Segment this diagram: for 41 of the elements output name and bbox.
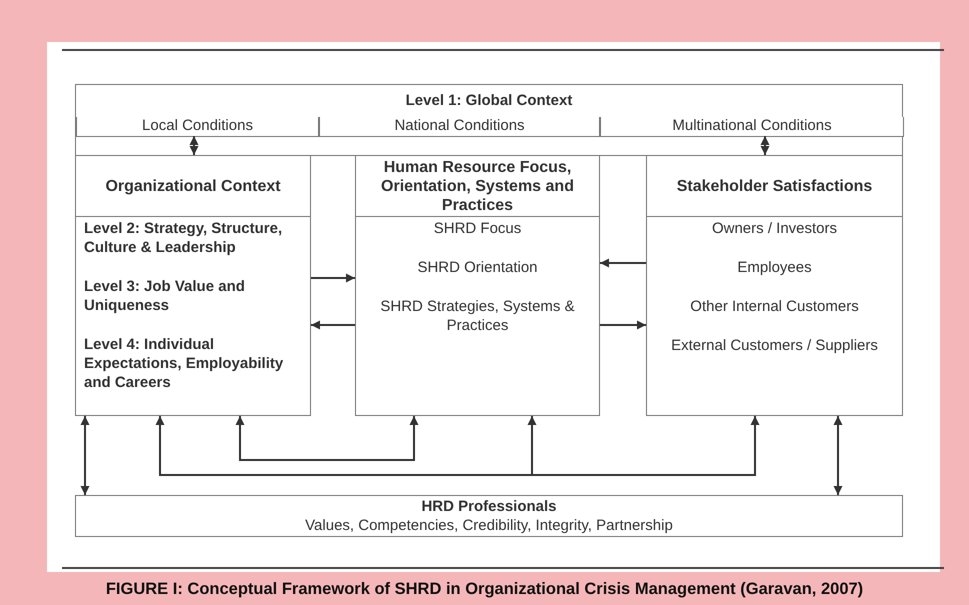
cell-text: Local Conditions	[141, 117, 254, 134]
arrow	[311, 274, 355, 282]
box-heading: Human Resource Focus, Orientation, Systems and Practices	[356, 156, 599, 217]
framework-box	[646, 155, 903, 416]
arrow	[600, 258, 646, 268]
list-text: Employees	[736, 258, 813, 277]
box-heading: Level 1: Global Context	[404, 91, 574, 111]
arrow	[311, 320, 355, 330]
context-band	[75, 84, 903, 156]
cell-text: Multinational Conditions	[671, 117, 833, 134]
arrow	[156, 416, 164, 475]
framework-box	[75, 155, 311, 416]
list-text: SHRD Orientation	[416, 258, 539, 277]
double-arrow	[760, 136, 770, 155]
cell-text: National Conditions	[393, 117, 526, 134]
double-arrow	[236, 416, 418, 461]
connector-trunk	[159, 474, 756, 476]
list-text: SHRD Focus	[432, 219, 522, 238]
figure-caption: FIGURE I: Conceptual Framework of SHRD in Organizational Crisis Management (Garavan, 2007)	[104, 580, 864, 599]
condition-cell	[76, 117, 319, 137]
arrow	[528, 416, 536, 475]
box-heading: Stakeholder Satisfactions	[647, 156, 902, 217]
framework-box	[355, 155, 600, 416]
body-text: Values, Competencies, Credibility, Integrity, Partnership	[304, 516, 674, 535]
box-heading: HRD Professionals	[420, 497, 558, 516]
list-text: Other Internal Customers	[689, 297, 860, 316]
list-text: SHRD Strategies, Systems & Practices	[379, 297, 576, 335]
list-text: External Customers / Suppliers	[670, 336, 879, 355]
arrow	[750, 416, 760, 475]
condition-cell	[600, 117, 904, 137]
double-arrow	[834, 416, 842, 495]
condition-cell	[319, 117, 600, 137]
double-arrow	[80, 416, 90, 495]
box-heading: Organizational Context	[76, 156, 310, 217]
list-text: Level 4: Individual Expectations, Employability and Careers	[83, 335, 284, 392]
double-arrow	[190, 136, 198, 155]
professionals-box	[75, 495, 903, 537]
list-text: Level 2: Strategy, Structure, Culture & Leadership	[83, 219, 284, 257]
arrow	[600, 320, 646, 330]
list-text: Level 3: Job Value and Uniqueness	[83, 277, 246, 315]
list-text: Owners / Investors	[710, 219, 838, 238]
